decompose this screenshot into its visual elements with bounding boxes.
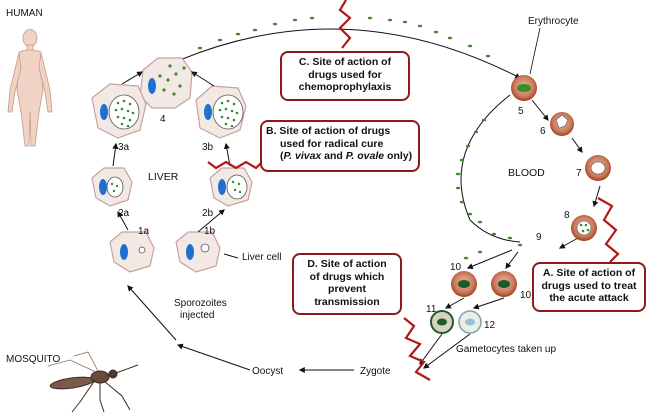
erythrocyte-pointer [529,27,541,75]
stage-10a: 10 [450,262,462,273]
callout-c-chemoprophylaxis: C. Site of action of drugs used for chem… [280,51,410,101]
stage-8: 8 [564,210,570,221]
stage-11: 11 [426,304,437,315]
merozoite-dots-top [197,16,491,58]
callout-b-line3: (P. vivax and P. ovale only) [280,150,413,162]
callout-a-line1: A. Site of action of [542,267,636,279]
stage-5: 5 [518,106,524,117]
blood-cycle-arc [460,94,521,243]
site-b-squiggle [207,160,263,170]
human-label: HUMAN [6,8,43,19]
liver-schizont-dots [110,64,242,194]
human-figure-icon [7,29,53,147]
gametocyte-arrows [176,249,519,373]
liver-cell-label: Liver cell [242,252,281,263]
callout-a-line2: drugs used to treat [541,279,637,292]
stage-1b: 1b [204,226,216,237]
sporozoites-label-1: Sporozoites [174,298,227,309]
liver-schizonts [106,94,248,254]
callout-a-line3: the acute attack [549,292,629,304]
callout-a-acute-attack: A. Site of action of drugs used to treat… [532,262,646,312]
liver-cell-4 [139,57,193,109]
callout-c-line3: chemoprophylaxis [298,81,392,93]
oocyst-label: Oocyst [252,366,283,377]
liver-cells [91,57,253,273]
stage-2a: 2a [118,208,130,219]
liver-cycle-arrows [112,71,239,341]
liver-cell-1a [109,231,155,273]
callout-b-line2: used for radical cure [280,137,384,150]
stage-2b: 2b [202,208,214,219]
zygote-label: Zygote [360,366,391,377]
gametocytes-label: Gametocytes taken up [456,344,556,355]
callout-d-line4: transmission [314,295,380,308]
callout-b-radical-cure: B. Site of action of drugs used for radi… [260,120,420,172]
stage-9: 9 [536,232,542,243]
liver-label: LIVER [148,171,179,183]
site-c-squiggle [338,0,352,49]
liver-cell-nuclei [99,78,226,260]
arrow-5-to-6 [531,99,549,121]
stage-10b: 10 [520,290,532,301]
liver-cell-1b [175,231,221,273]
arrow-6-to-7 [571,137,583,153]
stage-1a: 1a [138,226,150,237]
sporozoites-label-2: injected [180,310,214,321]
stage-6: 6 [540,126,546,137]
mosquito-label: MOSQUITO [6,354,60,365]
stage-3b: 3b [202,142,214,153]
stage-3a: 3a [118,142,130,153]
site-a-squiggle [597,197,620,263]
callout-b-species-vivax: P. vivax [283,150,322,162]
callout-d-transmission: D. Site of action of drugs which prevent… [292,253,402,315]
callout-d-line1: D. Site of action [307,258,387,270]
callout-b-only: only) [384,150,413,162]
callout-c-line1: C. Site of action of [298,56,392,68]
site-d-squiggle [403,317,431,381]
mosquito-icon [47,351,139,413]
blood-label: BLOOD [508,167,545,179]
callout-b-line1: B. Site of action of drugs [266,125,391,137]
liver-to-blood-arrow [179,28,522,79]
callout-b-species-ovale: P. ovale [345,150,385,162]
arrow-7-to-8 [592,185,601,208]
callout-b-and: and [321,150,346,162]
callout-d-line2: of drugs which [309,270,385,283]
callout-c-line2: drugs used for [308,68,382,81]
merozoite-dots-blood [455,118,523,260]
stage-7: 7 [576,168,582,179]
stage-4: 4 [160,114,166,125]
stage-12: 12 [484,320,496,331]
arrow-8-to-9 [558,237,579,249]
erythrocytes [430,75,611,334]
callout-d-line3: prevent [328,283,366,295]
erythrocyte-label: Erythrocyte [528,16,579,27]
